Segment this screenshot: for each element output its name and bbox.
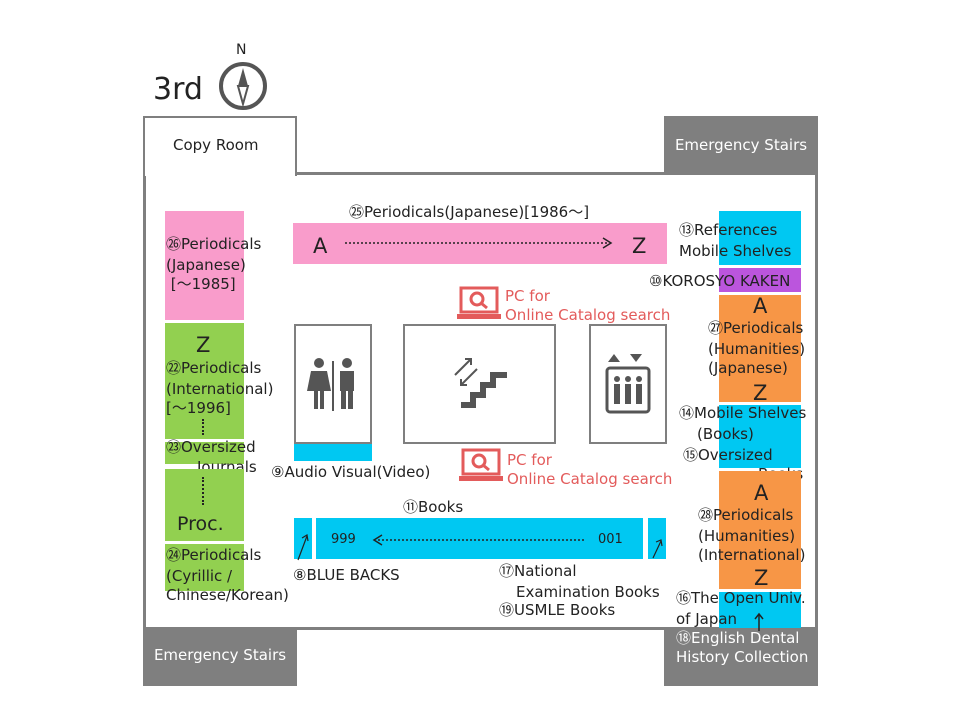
emergency-stairs-label: Emergency Stairs (674, 136, 808, 154)
references-line2: Mobile Shelves (679, 242, 792, 260)
shelf-end-letter: Z (754, 566, 769, 590)
usmle-label: ⑲USMLE Books (499, 601, 616, 619)
restroom-icon (307, 358, 354, 411)
periodicals-humanities-japanese-shelf (719, 295, 801, 402)
floor-label: 3rd (153, 72, 203, 107)
shelf-start-letter: A (313, 234, 328, 258)
shelf-end-letter: Z (753, 381, 768, 405)
pc-catalog-top-line2: Online Catalog search (505, 306, 671, 324)
oversized-books-line1: ⑮Oversized (683, 446, 773, 464)
references-shelf (719, 211, 801, 265)
copy-room (143, 116, 297, 176)
english-dental-line2: History Collection (676, 648, 809, 666)
periodicals-humanities-japanese-line3: (Japanese) (708, 359, 788, 377)
stairs-room (403, 324, 556, 444)
periodicals-international-line2: (International) (166, 380, 274, 398)
oversized-journals-line1: ㉓Oversized (166, 438, 256, 456)
elevator-icon (605, 354, 651, 414)
periodicals-cyrillic-line1: ㉔Periodicals (166, 546, 262, 564)
open-univ-shelf (719, 592, 801, 628)
periodicals-japanese-1986-title: ㉕Periodicals(Japanese)[1986～] (349, 203, 590, 221)
compass-letter: N (236, 42, 247, 58)
dotted-connector (202, 477, 204, 505)
open-univ-line2: of Japan (676, 610, 738, 628)
books-end-label: 001 (598, 532, 623, 547)
arrow-left-icon (372, 534, 584, 546)
periodicals-cyrillic-shelf (165, 544, 244, 591)
stairs-icon (454, 358, 507, 408)
audio-visual-shelf (294, 444, 372, 461)
pointer-arrow-icon (652, 539, 663, 559)
periodicals-international-shelf (165, 323, 244, 439)
national-exam-line1: ⑰National (499, 562, 577, 580)
periodicals-humanities-japanese-line1: ㉗Periodicals (708, 319, 804, 337)
blue-backs-label: ⑧BLUE BACKS (293, 566, 400, 584)
shelf-start-letter: A (754, 481, 769, 505)
periodicals-cyrillic-line3: Chinese/Korean) (166, 586, 289, 604)
emergency-stairs-bottom-left: Emergency Stairs (143, 627, 297, 686)
periodicals-japanese-1985-line3: [～1985] (166, 275, 236, 293)
periodicals-humanities-international-line2: (Humanities) (698, 527, 796, 545)
korosyo-label: ⑩KOROSYO KAKEN (649, 272, 791, 290)
books-shelf (316, 518, 643, 559)
mobile-shelves-books-shelf (719, 405, 801, 468)
blue-backs-shelf (294, 518, 312, 559)
mobile-shelves-books-line2: (Books) (697, 425, 754, 443)
shelf-end-letter: Z (196, 333, 211, 357)
national-exam-line2: Examination Books (516, 583, 660, 601)
emergency-stairs-top-right: Emergency Stairs (664, 116, 818, 174)
periodicals-japanese-1985-line1: ㉖Periodicals (166, 235, 262, 253)
periodicals-humanities-international-line3: (International) (698, 546, 806, 564)
emergency-stairs-label: Emergency Stairs (153, 646, 287, 664)
open-univ-line1: ⑯The Open Univ. (676, 589, 806, 607)
english-dental-line1: ⑱English Dental (676, 629, 800, 647)
proc-label: Proc. (177, 513, 224, 535)
shelf-end-letter: Z (632, 234, 647, 258)
periodicals-humanities-international-line1: ㉘Periodicals (698, 506, 794, 524)
copy-room-label: Copy Room (173, 136, 259, 154)
audio-visual-label: ⑨Audio Visual(Video) (271, 463, 431, 481)
proc-shelf (165, 469, 244, 541)
shelf-start-letter: A (753, 294, 768, 318)
oversized-journals-shelf (165, 442, 244, 464)
emergency-stairs-bottom-right (664, 627, 818, 686)
laptop-search-icon (457, 286, 501, 319)
periodicals-humanities-international-shelf (719, 471, 801, 589)
pc-catalog-top-line1: PC for (505, 287, 550, 305)
arrow-right-icon (345, 237, 613, 249)
dotted-connector (202, 419, 204, 435)
periodicals-international-line3: [～1996] (166, 399, 231, 417)
compass-icon (219, 62, 267, 110)
pointer-arrow-icon (297, 534, 309, 561)
pointer-arrow-icon (754, 612, 764, 631)
national-exam-shelf (648, 518, 666, 559)
books-start-label: 999 (331, 532, 356, 547)
periodicals-humanities-japanese-line2: (Humanities) (708, 340, 806, 358)
books-title: ⑪Books (403, 498, 464, 516)
laptop-search-icon (459, 448, 503, 481)
pc-catalog-bottom-line1: PC for (507, 451, 552, 469)
periodicals-international-line1: ㉒Periodicals (166, 359, 262, 377)
periodicals-japanese-1985-line2: (Japanese) (166, 256, 246, 274)
periodicals-japanese-1985-shelf (165, 211, 244, 320)
mobile-shelves-books-line1: ⑭Mobile Shelves (679, 404, 807, 422)
references-line1: ⑬References (679, 221, 778, 239)
periodicals-cyrillic-line2: (Cyrillic / (166, 567, 233, 585)
korosyo-shelf (719, 268, 801, 292)
periodicals-japanese-1986-shelf (293, 223, 667, 264)
pc-catalog-bottom-line2: Online Catalog search (507, 470, 673, 488)
